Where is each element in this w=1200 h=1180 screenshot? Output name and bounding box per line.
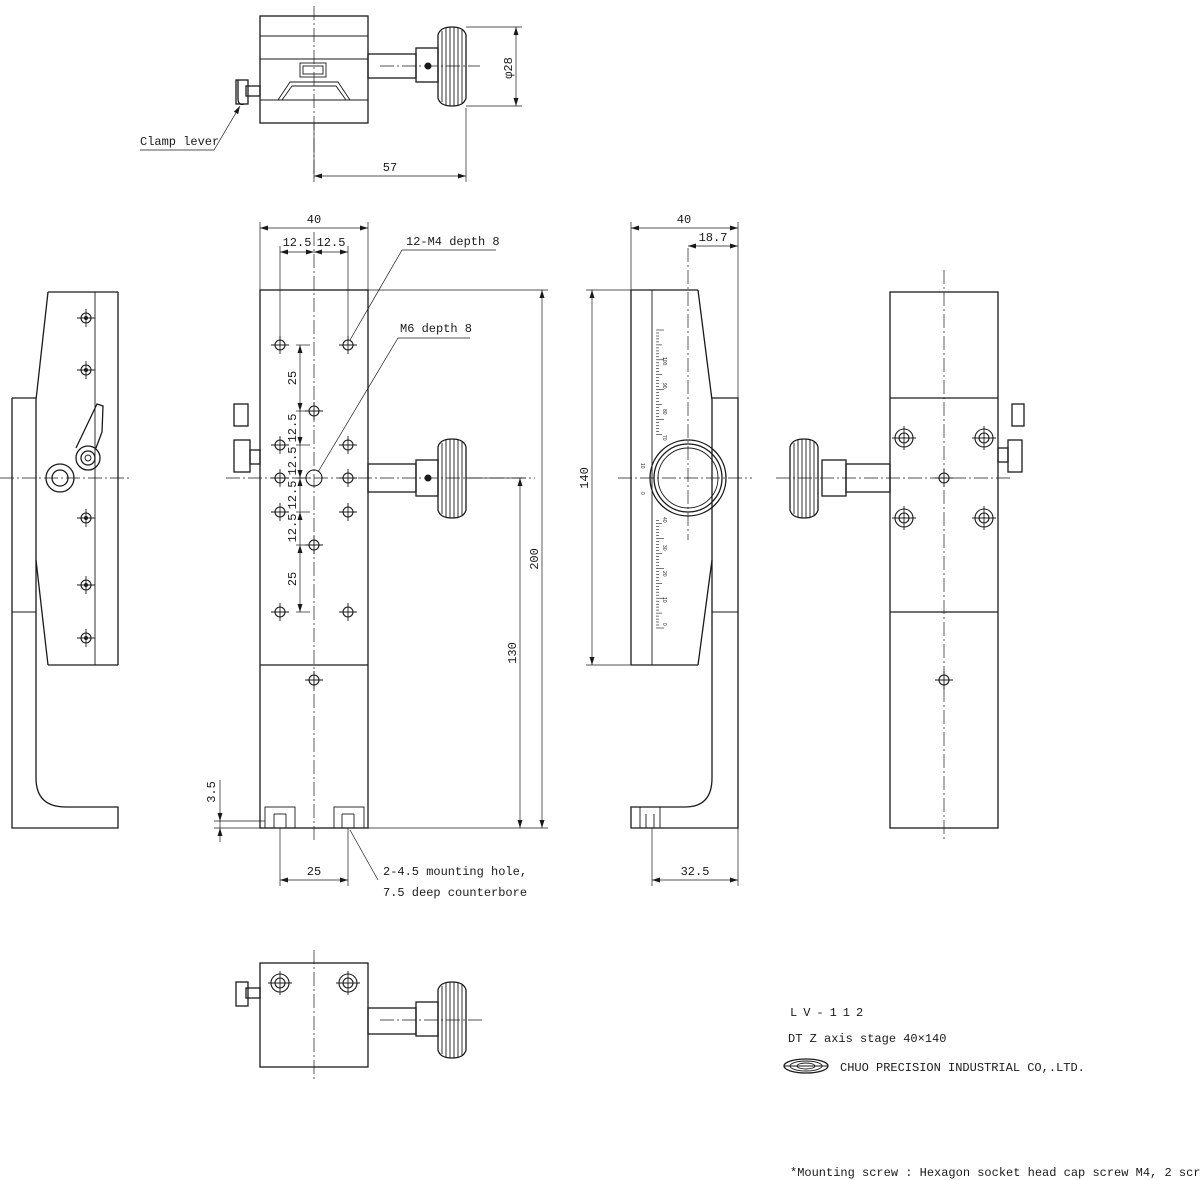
v125-4-label: 12.5	[286, 514, 300, 543]
top-view: φ28 57 Clamp lever	[140, 6, 522, 182]
side-width-label: 40	[677, 213, 691, 227]
hole-pitch-label: 25	[307, 865, 321, 879]
clamp-lever-label: Clamp lever	[140, 135, 219, 149]
v125-1-label: 12.5	[286, 414, 300, 443]
side-offset-label: 18.7	[699, 231, 728, 245]
footnote: *Mounting screw : Hexagon socket head ca…	[790, 1166, 1200, 1180]
m6-note: M6 depth 8	[400, 322, 472, 336]
company-name: CHUO PRECISION INDUSTRIAL CO,.LTD.	[840, 1061, 1085, 1075]
v125-3-label: 12.5	[286, 481, 300, 510]
mount-note-1: 2-4.5 mounting hole,	[383, 865, 527, 879]
title-block: LV-112 DT Z axis stage 40×140 CHUO PRECI…	[783, 1006, 1085, 1075]
front-width-label: 40	[307, 213, 321, 227]
phi28-label: φ28	[502, 57, 516, 79]
knob-top	[424, 26, 467, 107]
svg-text:70: 70	[661, 435, 667, 441]
v25-lower-label: 25	[286, 572, 300, 586]
mount-note-2: 7.5 deep counterbore	[383, 886, 527, 900]
svg-text:0: 0	[661, 623, 667, 626]
svg-text:10: 10	[639, 463, 645, 469]
side-140-label: 140	[578, 467, 592, 489]
front-view: 40 12.5 12.5 12-M4 depth 8 M6 depth 8	[205, 213, 548, 900]
left-side-view	[0, 291, 132, 829]
clamp-lever-top	[235, 79, 261, 106]
svg-text:30: 30	[661, 545, 667, 551]
scale-labels: 100 90 80 70 10 0 40 30 20 10 0	[639, 357, 667, 626]
model-label: LV-112	[790, 1006, 869, 1020]
dim-130-label: 130	[506, 642, 520, 664]
rear-view	[776, 270, 1025, 842]
v125-2-label: 12.5	[286, 447, 300, 476]
pitch-a-label: 12.5	[283, 236, 312, 250]
dim-35-label: 3.5	[205, 781, 219, 803]
svg-text:10: 10	[661, 597, 667, 603]
v25-upper-label: 25	[286, 371, 300, 385]
bottom-view	[235, 950, 484, 1080]
m4-note: 12-M4 depth 8	[406, 235, 500, 249]
svg-text:0: 0	[639, 492, 645, 495]
side-view-scale: 100 90 80 70 10 0 40 30 20 10 0 40 18.7 …	[578, 213, 752, 886]
company-logo	[783, 1058, 829, 1074]
svg-text:90: 90	[661, 383, 667, 389]
svg-text:20: 20	[661, 571, 667, 577]
description-label: DT Z axis stage 40×140	[788, 1032, 946, 1046]
pitch-b-label: 12.5	[317, 236, 346, 250]
side-325-label: 32.5	[681, 865, 710, 879]
svg-text:40: 40	[661, 517, 667, 523]
svg-text:80: 80	[661, 409, 667, 415]
dim-57-label: 57	[383, 161, 397, 175]
dim-200-label: 200	[528, 548, 542, 570]
scale-ticks	[656, 329, 664, 629]
svg-text:100: 100	[661, 357, 667, 366]
